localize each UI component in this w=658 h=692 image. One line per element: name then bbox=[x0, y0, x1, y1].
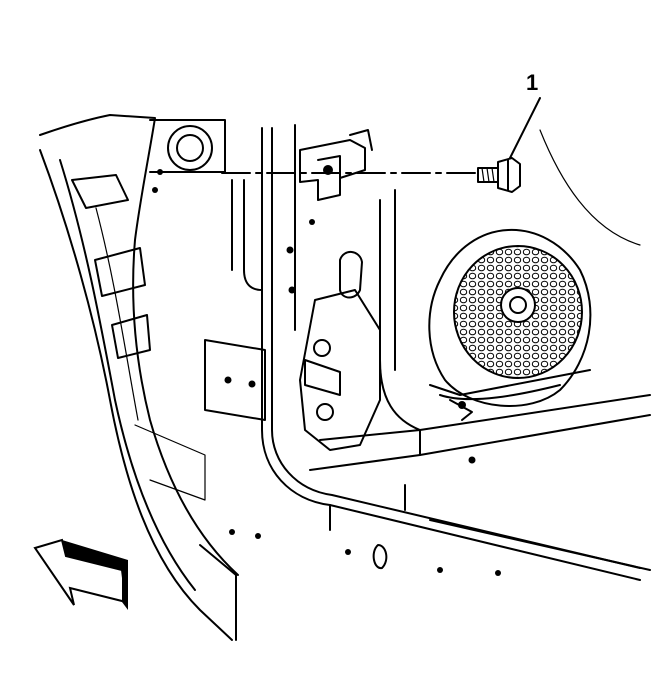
direction-arrow-icon bbox=[33, 538, 128, 610]
lower-hinge bbox=[299, 289, 381, 451]
door-frame bbox=[229, 124, 651, 581]
body-pillar bbox=[39, 114, 239, 641]
upper-hinge bbox=[299, 129, 373, 201]
lower-panel bbox=[204, 339, 266, 421]
bolt bbox=[477, 157, 521, 193]
door-speaker bbox=[428, 228, 592, 421]
callout-label-1: 1 bbox=[526, 70, 539, 95]
pillar-hole bbox=[152, 125, 213, 193]
alignment-line bbox=[221, 97, 541, 174]
